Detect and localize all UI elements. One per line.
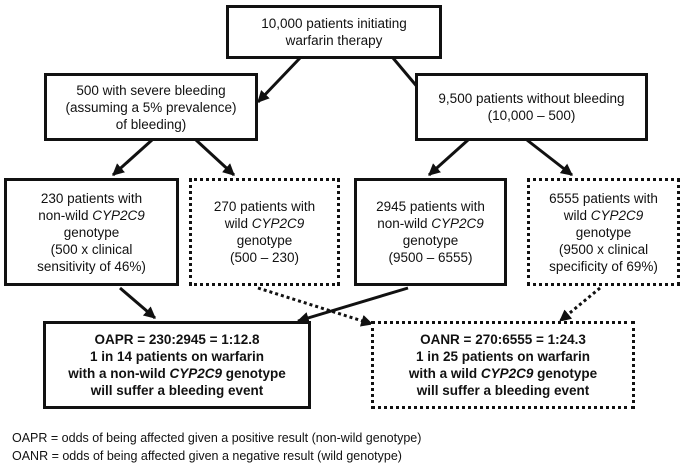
arrow-nobleed-to-nonwild [427,138,470,177]
node-text-line: of bleeding) [115,116,187,132]
arrow-bleed-to-nonwild [111,138,154,177]
arrow-nonwild-to-oapr [119,286,156,320]
node-text-line: genotype [402,233,459,248]
node-text-line: with a wild CYP2C9 genotype [408,366,598,381]
node-text-line: specificity of 69%) [549,258,658,274]
legend-oapr: OAPR = odds of being affected given a po… [12,431,422,445]
arrow-root-to-bleed [256,56,302,104]
legend-oanr: OANR = odds of being affected given a ne… [12,449,402,463]
node-text-line: (10,000 – 500) [487,108,576,123]
nobleeding-nonwild-node: 2945 patients with non-wild CYP2C9 genotyp… [354,178,507,286]
severe-bleeding-node: 500 with severe bleeding(assuming a 5% p… [44,73,258,141]
node-text-line: 2945 patients with [376,199,485,214]
node-text-line: (500 – 230) [229,250,300,265]
arrow-nobleed-to-wild [526,138,573,177]
arrow-wild-to-oanr [257,286,374,327]
node-text-line: (500 x clinical [50,241,133,257]
node-text-line: OAPR = 230:2945 = 1:12.8 [94,332,260,347]
node-text-line: genotype [236,233,293,248]
node-text-line: 6555 patients with [549,190,658,206]
arrow-nbwild-to-oanr [559,286,601,323]
node-text-line: 9,500 patients without bleeding [438,91,625,106]
arrow-nbnonwild-to-oapr [296,286,409,324]
node-text-line: genotype [575,224,632,240]
arrow-bleed-to-wild [194,138,236,177]
oapr-result-node: OAPR = 230:2945 = 1:12.8 1 in 14 patients… [43,321,311,409]
node-text-line: sensitivity of 46%) [37,258,146,274]
node-text-line: 1 in 14 patients on warfarin [89,349,265,364]
node-text-line: 1 in 25 patients on warfarin [415,349,591,364]
root-node: 10,000 patients initiating warfarin thera… [226,5,442,59]
node-text-line: (assuming a 5% prevalence) [65,99,237,115]
node-text-line: warfarin therapy [285,33,383,48]
no-bleeding-node: 9,500 patients without bleeding (10,000 –… [415,73,648,141]
node-text-line: genotype [63,224,120,240]
node-text-line: 270 patients with [213,199,316,214]
node-text-line: OANR = 270:6555 = 1:24.3 [420,332,586,347]
node-text-line: (9500 x clinical [558,241,649,257]
node-text-line: (9500 – 6555) [388,250,473,265]
node-text-line: will suffer a bleeding event [416,383,590,398]
node-text-line: 500 with severe bleeding [76,82,226,98]
node-text-line: non-wild CYP2C9 [377,216,484,231]
node-text-line: 10,000 patients initiating [261,16,407,31]
oanr-result-node: OANR = 270:6555 = 1:24.3 1 in 25 patients… [371,321,635,409]
node-text-line: 230 patients with [40,190,143,206]
node-text-line: with a non-wild CYP2C9 genotype [68,366,286,381]
node-text-line: will suffer a bleeding event [90,383,264,398]
node-text-line: wild CYP2C9 [563,207,644,223]
node-text-line: non-wild CYP2C9 [38,207,145,223]
node-text-line: wild CYP2C9 [224,216,305,231]
bleeding-wild-node: 270 patients with wild CYP2C9 genotype (500… [189,178,340,286]
